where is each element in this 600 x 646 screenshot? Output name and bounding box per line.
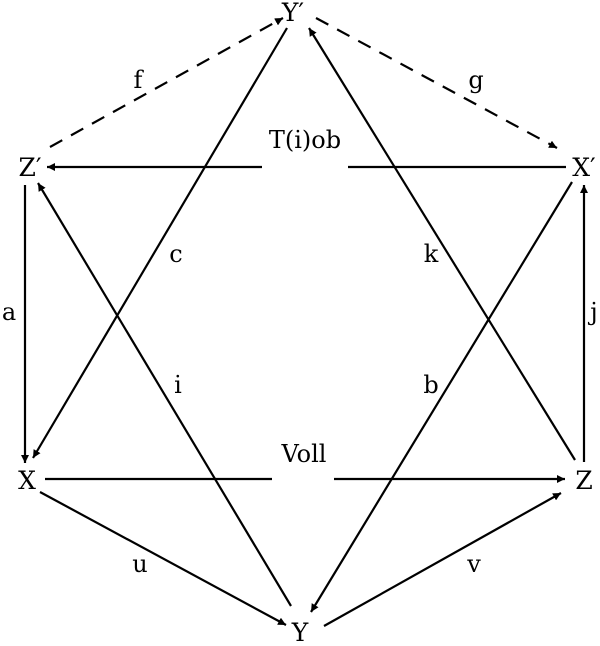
node-x-prime: X′ [572, 153, 596, 182]
edge-v [323, 492, 562, 627]
edge-g [315, 17, 558, 149]
edge-f [49, 17, 284, 148]
edge-label-u: u [132, 550, 147, 578]
edge-c [32, 27, 288, 459]
edge-label-v: v [466, 550, 481, 578]
node-z: Z [575, 466, 592, 495]
edge-label-f: f [134, 66, 145, 94]
edge-label-tiob: T(i)ob [269, 126, 341, 154]
edge-b [310, 181, 573, 613]
edge-u [39, 491, 287, 626]
edge-label-k: k [424, 240, 439, 268]
edge-label-a: a [2, 298, 16, 326]
node-z-prime: Z′ [18, 153, 41, 182]
edge-k [308, 27, 576, 461]
node-x: X [18, 466, 36, 495]
edge-label-b: b [423, 371, 438, 399]
edge-label-g: g [468, 66, 483, 94]
node-y: Y [291, 618, 309, 646]
node-y-prime: Y′ [281, 0, 305, 27]
edge-i [37, 182, 292, 607]
edge-label-c: c [169, 240, 182, 268]
edge-label-i: i [174, 371, 182, 399]
edge-label-voll: Voll [281, 440, 327, 468]
edge-label-j: j [587, 298, 597, 326]
